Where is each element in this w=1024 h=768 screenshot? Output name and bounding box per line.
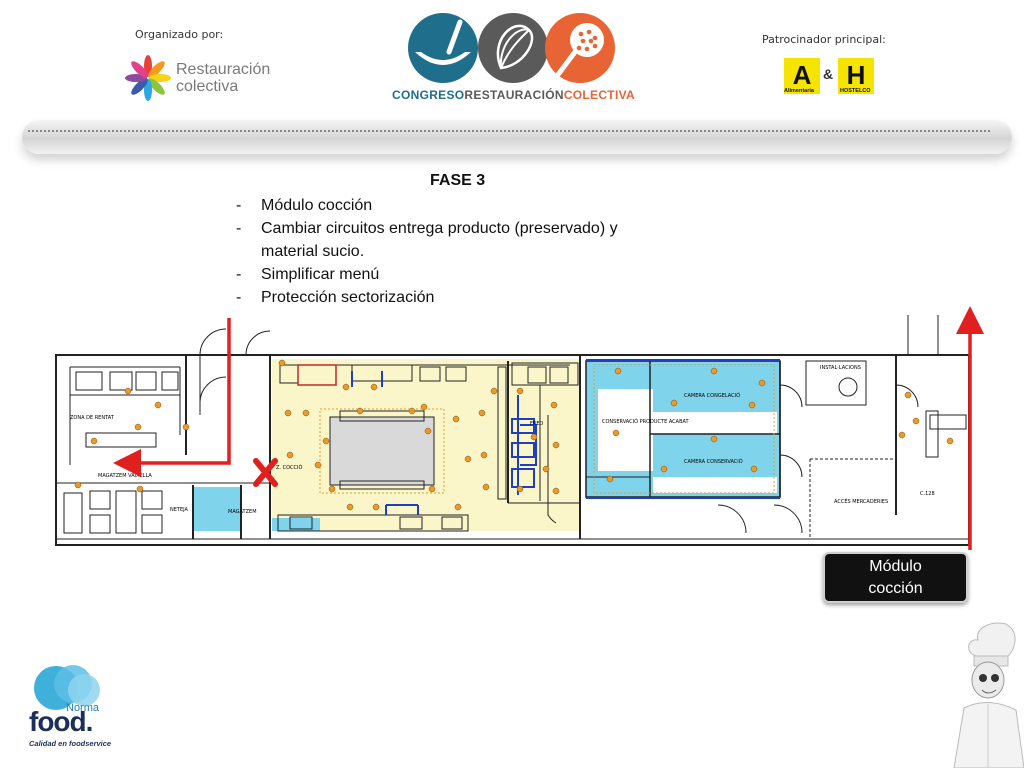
bullet-marker: - bbox=[236, 266, 242, 283]
restauracion-logo-line1: Restauración bbox=[176, 61, 271, 78]
bullet-item: - Módulo cocción bbox=[236, 194, 676, 217]
tagline-text: Calidad en foodservice bbox=[29, 739, 112, 748]
label-zona-coccio: Z. COCCIÓ bbox=[276, 464, 302, 471]
sponsor-label: Patrocinador principal: bbox=[762, 33, 886, 46]
badge-line2: cocción bbox=[868, 579, 923, 597]
label-zona-rentat: ZONA DE RENTAT bbox=[70, 415, 115, 421]
congreso-logo bbox=[405, 10, 625, 90]
floor-plan: ZONA DE RENTAT MAGATZEM VAIXELLA MAGATZE… bbox=[50, 315, 975, 555]
bullet-list: - Módulo cocción - Cambiar circuitos entre… bbox=[236, 194, 676, 309]
bullet-item: - Simplificar menú bbox=[236, 263, 676, 286]
hostelco-sub: HOSTELCO bbox=[840, 88, 871, 94]
phase-title: FASE 3 bbox=[430, 172, 486, 189]
bullet-marker: - bbox=[236, 197, 242, 214]
food-text: food. bbox=[29, 706, 93, 737]
label-installacions: INSTAL·LACIONS bbox=[820, 365, 861, 371]
ampersand: & bbox=[823, 66, 834, 82]
dotted-line bbox=[28, 130, 990, 132]
ladle-circle bbox=[408, 13, 478, 83]
label-conservacio: CONSERVACIÓ PRODUCTE ACABAT bbox=[602, 418, 690, 425]
chef-illustration bbox=[953, 622, 1024, 768]
alimentaria-logo: A bbox=[784, 58, 820, 94]
bullet-marker: - bbox=[236, 289, 242, 306]
label-room-code: C.128 bbox=[920, 491, 935, 497]
modulo-coccion-badge: Módulo cocción bbox=[823, 552, 968, 603]
congreso-logo-text: CONGRESORESTAURACIÓNCOLECTIVA bbox=[392, 88, 635, 102]
organizer-label: Organizado por: bbox=[135, 28, 224, 41]
label-camera-conservacio: CAMERA CONSERVACIÓ bbox=[684, 458, 743, 465]
header-divider bbox=[22, 120, 1012, 154]
bullet-item: - Protección sectorización bbox=[236, 286, 676, 309]
hostelco-logo: H bbox=[838, 58, 874, 94]
alimentaria-sub: Alimentaria bbox=[784, 88, 814, 94]
norma-text: Norma bbox=[66, 702, 100, 714]
restauracion-logo-line2: colectiva bbox=[176, 78, 239, 95]
badge-line1: Módulo bbox=[869, 557, 922, 575]
restauracion-colectiva-logo: Restauración colectiva bbox=[122, 52, 270, 104]
bullet-text: Simplificar menú bbox=[261, 266, 380, 283]
congreso-logo-part3: COLECTIVA bbox=[563, 88, 635, 102]
bullet-text: Módulo cocción bbox=[261, 197, 373, 214]
alimentaria-hostelco-logo: A & H Alimentaria HOSTELCO bbox=[784, 58, 884, 98]
label-camera-congelacio: CAMERA CONGELACIÓ bbox=[684, 392, 740, 399]
bullet-item: - Cambiar circuitos entrega producto (pre… bbox=[236, 217, 676, 263]
bullet-marker: - bbox=[236, 220, 242, 237]
label-neteja: NETEJA bbox=[170, 507, 188, 513]
label-magatzem-vaixella: MAGATZEM VAIXELLA bbox=[98, 473, 152, 479]
bullet-text: Protección sectorización bbox=[261, 289, 435, 306]
flower-icon bbox=[125, 55, 171, 101]
congreso-logo-part1: CONGRESO bbox=[392, 88, 465, 102]
label-acces-mercaderies: ACCÉS MERCADERIES bbox=[834, 497, 888, 505]
congreso-logo-part2: RESTAURACIÓN bbox=[464, 88, 564, 102]
norma-food-logo bbox=[26, 660, 116, 720]
bullet-text: Cambiar circuitos entrega producto (pres… bbox=[261, 220, 618, 260]
label-fred: FRED bbox=[530, 421, 544, 427]
floor-plan-drawing: ZONA DE RENTAT MAGATZEM VAIXELLA MAGATZE… bbox=[55, 315, 970, 546]
label-magatzem: MAGATZEM bbox=[228, 509, 257, 515]
